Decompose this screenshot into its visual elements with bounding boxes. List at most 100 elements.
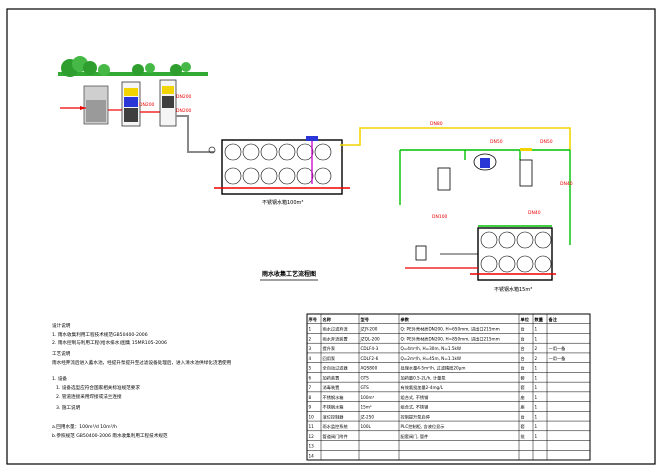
table-cell: Q: PE外壳材质DN200, H=850mm, 进出口215mm (401, 335, 500, 342)
table-cell: 11 (309, 424, 315, 429)
dn100-label: DN100 (432, 214, 448, 220)
table-cell: 1 (535, 395, 538, 400)
yellow-pipe-1 (340, 127, 571, 150)
diverter-well-3: DN200 DN200 (159, 79, 192, 127)
table-cell: 回用泵 (323, 356, 336, 362)
table-cell: 套 (521, 384, 526, 391)
table-cell: 全自动过滤器 (323, 365, 349, 372)
notes-footer-2: b.参照规范 GB50400-2006 雨水收集利用工程技术规范 (52, 432, 168, 439)
table-cell: 套 (521, 374, 526, 381)
table-cell: 100m³ (361, 395, 375, 400)
drawing-title: 雨水收集工艺流程图 (262, 270, 316, 278)
notes-heading-2: 工艺说明 (52, 350, 71, 357)
table-cell: 7 (309, 385, 312, 390)
table-cell: 不锈钢水箱 (323, 394, 344, 401)
notes-para-1: 雨水经弃流后进入蓄水池，经提升泵提升至过滤设备处理后，进入清水池供绿化浇洒使用 (52, 359, 232, 366)
table-header-cell: 备注 (549, 316, 558, 323)
table-cell: 1 (535, 366, 538, 371)
dn50b-label: DN50 (540, 139, 553, 145)
table-cell: 台 (521, 335, 525, 342)
table-cell: 100L (361, 424, 372, 429)
table-cell: 台 (521, 326, 525, 333)
dn40b-label: DN40 (528, 210, 541, 216)
table-cell: 2 (535, 356, 538, 361)
table-cell: 1 (535, 336, 538, 341)
notes-line-2: 2. 雨水控制与利用工程(给水排水)图集 15MR105-2006 (52, 339, 167, 346)
table-cell: 14 (309, 453, 315, 458)
table-cell: 一用一备 (549, 355, 567, 362)
table-cell: 1 (535, 414, 538, 419)
table-cell: 8 (309, 395, 312, 400)
table-cell: 提升泵 (323, 345, 336, 352)
table-cell: 2 (309, 336, 312, 341)
dn50-label: DN50 (490, 139, 503, 145)
table-cell: 处理水量4-5m³/h, 过滤精度20μm (401, 365, 466, 372)
table-header-cell: 型号 (361, 316, 369, 323)
notes-heading-1: 设计说明 (52, 322, 71, 329)
table-cell: 1 (535, 385, 538, 390)
tank-15m3: 不锈钢水箱15m³ (470, 225, 556, 293)
table-cell: 1 (535, 424, 538, 429)
table-cell: 5 (309, 366, 312, 371)
inlet-valve (208, 146, 216, 154)
table-cell: 批 (521, 433, 526, 440)
table-cell: 12 (309, 434, 315, 439)
table-cell: 1 (309, 327, 312, 332)
table-cell: 1 (535, 375, 538, 380)
design-notes: 设计说明 1. 雨水收集利用工程技术规范GB50400-2006 2. 雨水控制… (52, 322, 232, 439)
table-cell: 4 (309, 356, 312, 361)
table-cell: 液位控制器 (323, 413, 345, 420)
dn-label-c: DN200 (176, 108, 192, 114)
table-cell: 配套阀门, 管件 (401, 433, 429, 440)
table-cell: 2 (535, 346, 538, 351)
filter-well-2: DN200 (121, 81, 160, 127)
table-cell: 一用一备 (549, 345, 567, 352)
table-cell: 台 (521, 355, 525, 362)
dn-label-b: DN200 (176, 94, 192, 100)
table-header-cell: 单位 (521, 316, 530, 323)
table-cell: 15m³ (361, 405, 372, 410)
table-cell: 组合式, 不锈钢 (401, 394, 429, 401)
table-header-cell: 名称 (323, 316, 332, 323)
table-cell: 1 (535, 434, 538, 439)
table-header-cell: 序号 (309, 316, 317, 323)
table-cell: 台 (521, 345, 525, 352)
table-cell: Q=4m³/h, H=30m, N=1.5kW (401, 346, 462, 351)
table-cell: 加药量0.5-2L/h, 计量泵 (401, 374, 446, 381)
table-cell: CDLF4-3 (361, 346, 379, 351)
notes-footer-1: a.回用水量：100m³/d 10m³/h (52, 423, 117, 430)
table-cell: 套 (521, 423, 526, 430)
table-cell: 管道阀门附件 (323, 433, 348, 440)
table-cell: 台 (521, 413, 525, 420)
sheet-border (6, 8, 656, 465)
tank-100m3: 不锈钢水箱100m³ (214, 136, 350, 206)
table-cell: JZQL-200 (360, 336, 380, 341)
table-cell: GTS (361, 375, 370, 380)
table-cell: PLC控制柜, 含液位显示 (401, 423, 445, 430)
notes-heading-3: 1. 设备 (52, 375, 67, 382)
tank1-caption: 不锈钢水箱100m³ (262, 199, 303, 206)
table-cell: 13 (309, 444, 315, 449)
table-cell: 9 (309, 405, 312, 410)
table-cell: 不锈钢水箱 (323, 404, 344, 411)
table-cell: 座 (521, 404, 525, 411)
table-cell: 组合式, 不锈钢 (401, 404, 429, 411)
table-cell: 10 (309, 414, 315, 419)
notes-item-3: 3. 施工说明 (56, 404, 81, 411)
notes-item-2: 2. 管道连接采用焊接或法兰连接 (56, 393, 122, 400)
dn80-label: DN80 (430, 121, 443, 127)
table-cell: JZJY-200 (360, 327, 378, 332)
notes-line-1: 1. 雨水收集利用工程技术规范GB50400-2006 (52, 331, 148, 338)
filter-equipment (437, 148, 533, 191)
inlet-pipe (176, 115, 214, 153)
table-cell: CDLF2-6 (361, 356, 379, 361)
table-cell: 加药装置 (323, 374, 340, 381)
tank2-caption: 不锈钢水箱15m³ (494, 286, 532, 293)
table-header-cell: 参数 (401, 316, 410, 323)
table-cell: AQS800 (361, 366, 378, 371)
table-cell: 台 (521, 365, 525, 372)
table-cell: 雨水过滤弃流 (323, 326, 349, 333)
landscape (58, 56, 208, 77)
table-cell: 雨水监控系统 (323, 423, 348, 430)
